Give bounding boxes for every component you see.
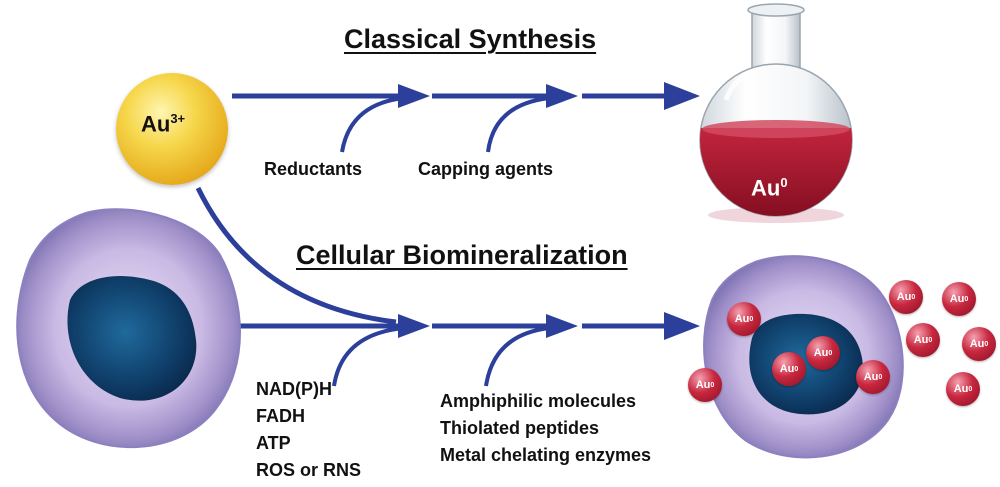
flask-label: Au0: [751, 175, 788, 201]
nucleus-left: [67, 276, 197, 401]
nucleus-right: [749, 313, 863, 415]
gold-ion-label: Au3+: [141, 111, 186, 137]
cellular-reductant-list: NAD(P)H FADH ATP ROS or RNS: [256, 376, 361, 484]
list-item: ROS or RNS: [256, 460, 362, 480]
flask: [699, 3, 853, 223]
list-item: Metal chelating enzymes: [440, 445, 652, 465]
title-classical-synthesis: Classical Synthesis: [344, 24, 597, 54]
cellular-capping-list: Amphiphilic molecules Thiolated peptides…: [440, 388, 651, 469]
label-reductants: Reductants: [264, 159, 363, 179]
list-item: Amphiphilic molecules: [440, 391, 637, 411]
title-cellular-biomineralization: Cellular Biomineralization: [296, 240, 628, 270]
cellular-arrows: [240, 312, 700, 387]
ion-to-cell-arrow: [195, 186, 397, 325]
list-item: ATP: [256, 433, 291, 453]
immune-cell-right: [703, 255, 904, 459]
classical-arrows: [232, 82, 700, 153]
list-item: Thiolated peptides: [440, 418, 600, 438]
list-item: NAD(P)H: [256, 379, 332, 399]
gold-ion-sphere: [116, 73, 228, 185]
list-item: FADH: [256, 406, 305, 426]
label-capping-agents: Capping agents: [418, 159, 554, 179]
immune-cell-left: [16, 208, 241, 449]
